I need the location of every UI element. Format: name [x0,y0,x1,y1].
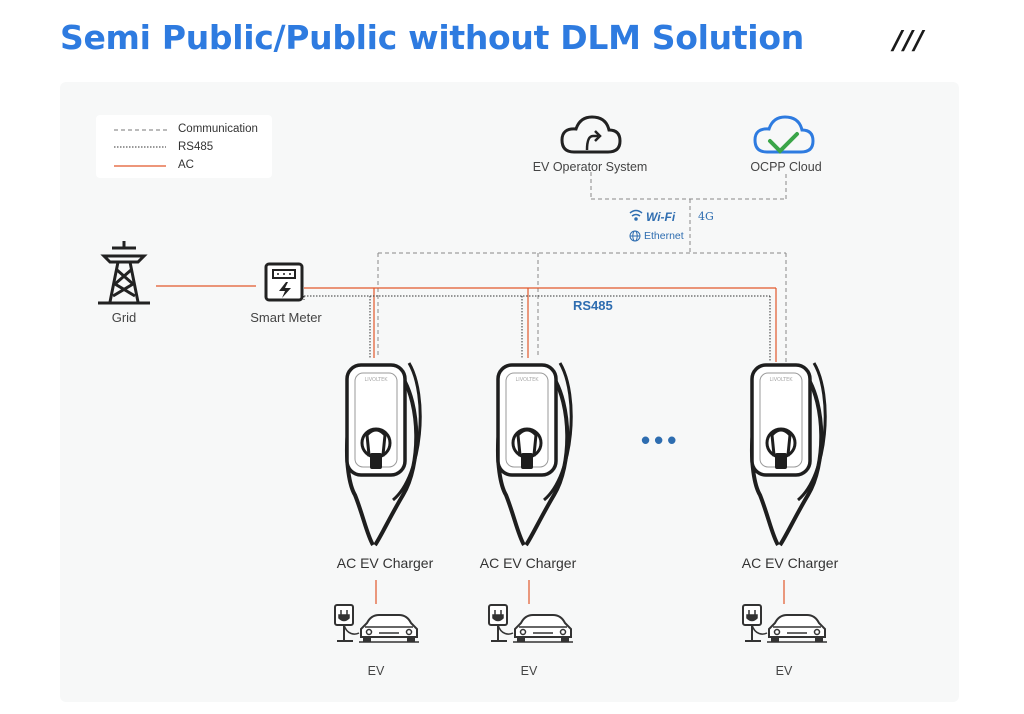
charger-2-icon [495,361,574,547]
charger-1-icon [344,361,423,547]
ocpp-cloud-label: OCPP Cloud [750,160,822,174]
charger-3-label: AC EV Charger [741,555,839,571]
globe-icon [629,230,641,242]
wifi-icon [629,209,643,221]
legend-ac-label: AC [178,159,194,171]
rs485-bus-label: RS485 [573,298,613,313]
grid-label: Grid [111,310,137,325]
ev-2-label: EV [520,664,538,678]
legend [96,115,272,178]
grid-tower-icon [98,241,150,305]
ac-lines [156,285,785,604]
ev-2-icon [488,604,574,643]
ev-3-icon [742,604,828,643]
charger-3-icon [749,361,828,547]
legend-communication-label: Communication [178,123,258,135]
ethernet-label: Ethernet [644,230,684,242]
page-title: Semi Public/Public without DLM Solution [60,18,804,57]
ev-operator-cloud-icon [560,115,622,154]
ev-1-icon [334,604,420,643]
rs485-lines [303,295,771,362]
ev-operator-label: EV Operator System [532,160,648,174]
ev-1-label: EV [367,664,385,678]
ev-3-label: EV [775,664,793,678]
charger-1-label: AC EV Charger [336,555,434,571]
ocpp-cloud-icon [753,115,815,154]
charger-2-label: AC EV Charger [479,555,577,571]
communication-lines [377,172,787,362]
smart-meter-icon [264,262,304,302]
title-decoration: /// [893,26,925,56]
wifi-label: Wi-Fi [646,210,676,224]
cellular-label: 4G [698,210,714,223]
smart-meter-label: Smart Meter [250,310,322,325]
legend-rs485-label: RS485 [178,141,214,153]
more-chargers-ellipsis: ••• [641,425,681,455]
